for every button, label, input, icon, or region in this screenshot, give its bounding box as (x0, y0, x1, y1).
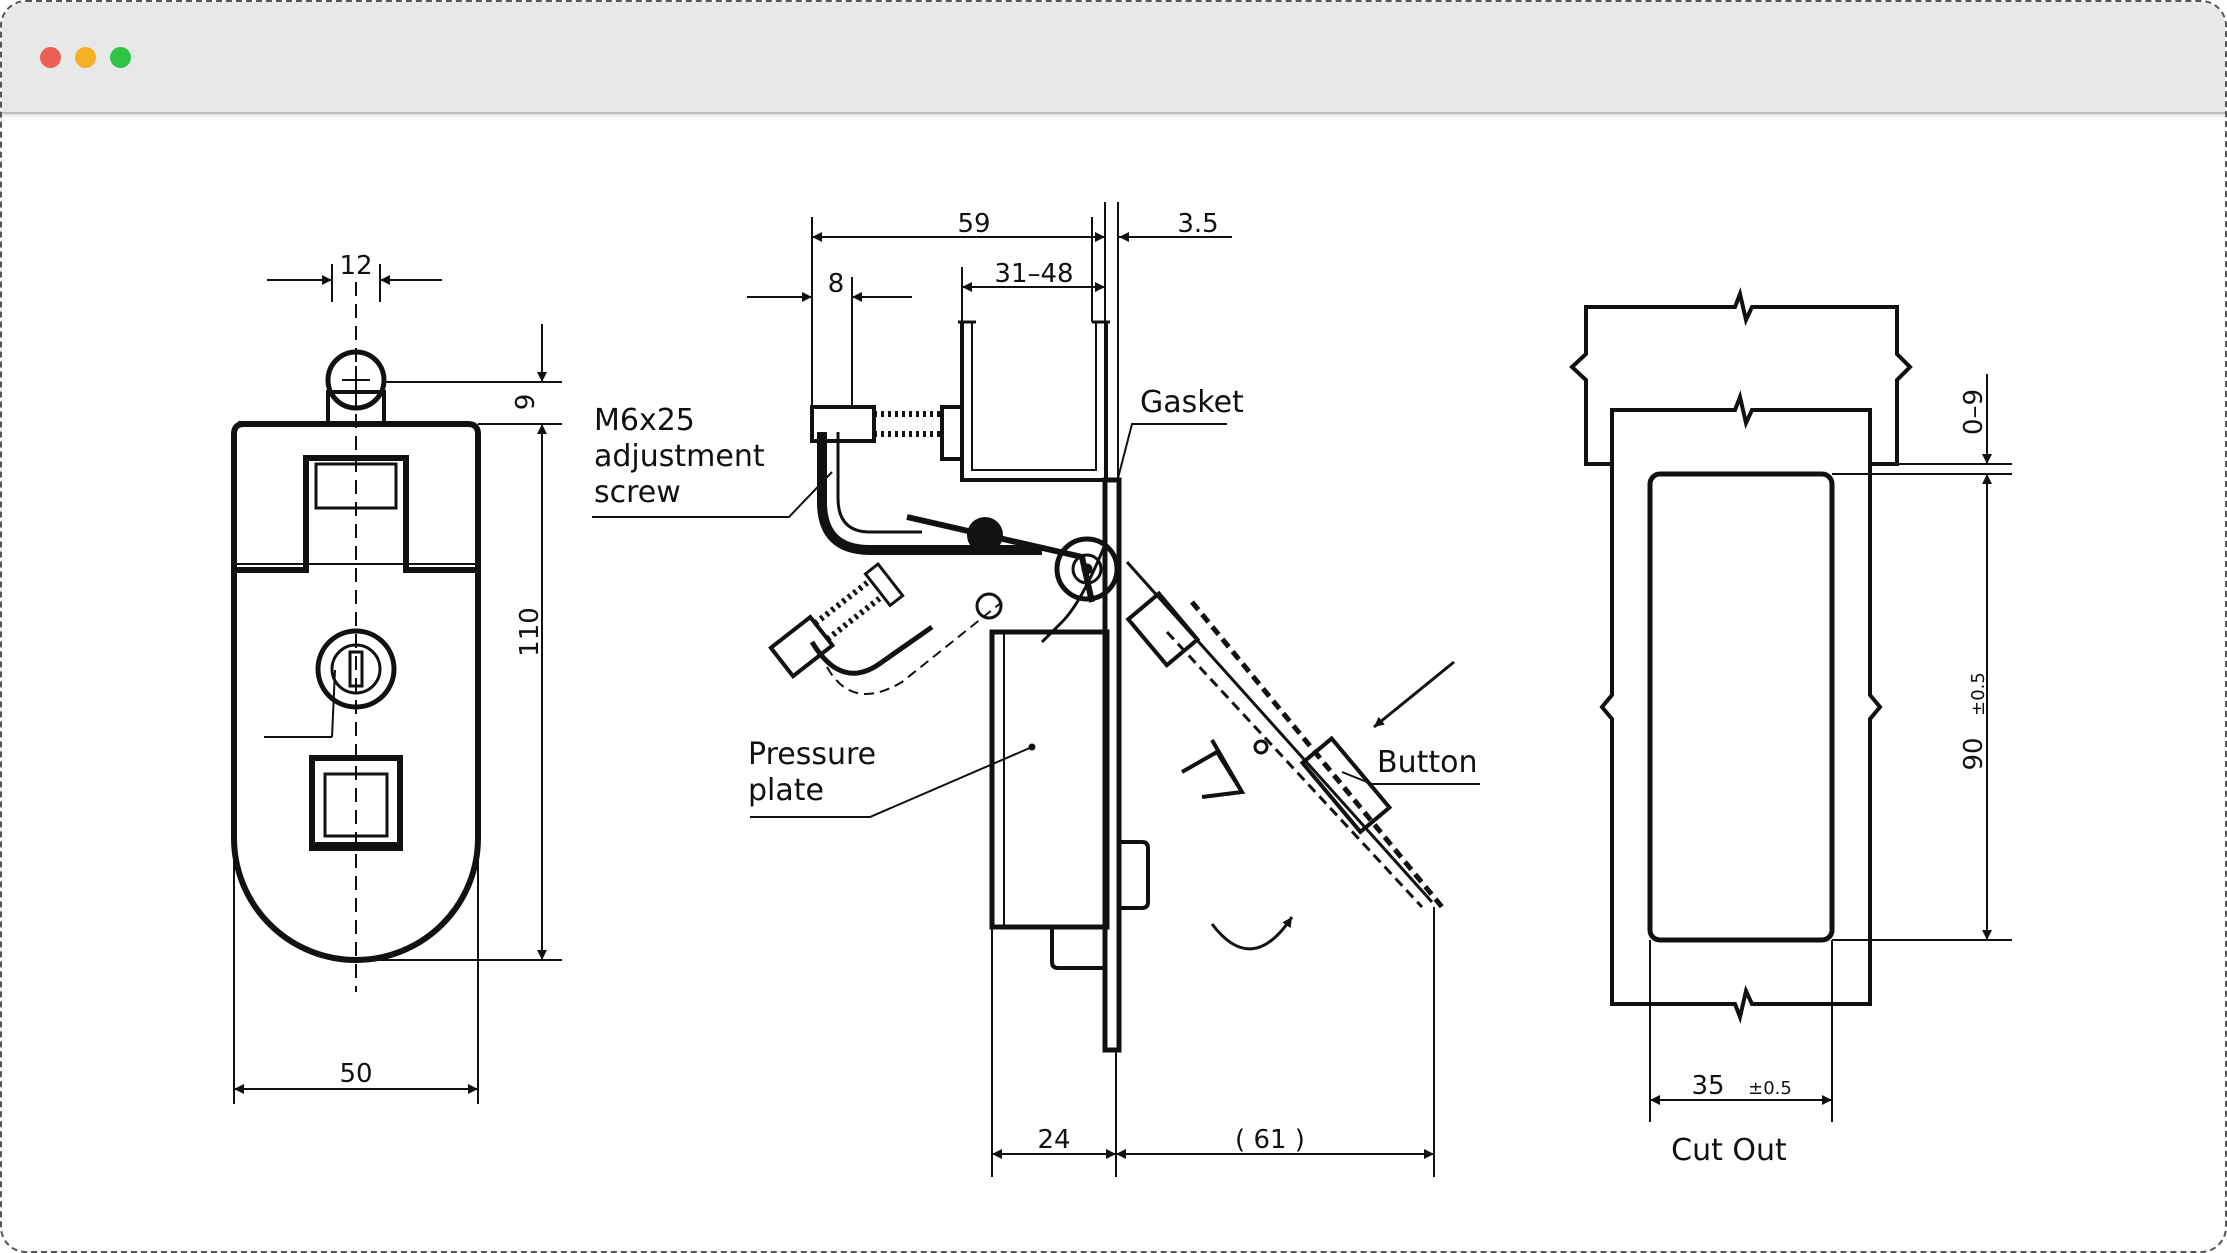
dim-screw-pos: 8 (828, 269, 845, 299)
label-pressure-2: plate (748, 773, 824, 808)
lock-body (231, 421, 481, 963)
label-pressure-1: Pressure (748, 737, 876, 772)
dim-ring: 12 (339, 251, 372, 281)
dim-depth: 24 (1037, 1125, 1070, 1155)
dim-ring-offset: 9 (511, 394, 541, 411)
label-cutout: Cut Out (1671, 1133, 1787, 1168)
dim-gap: 0–9 (1959, 389, 1989, 435)
dim-height: 110 (515, 607, 545, 657)
dim-cutout-width: 35 (1691, 1071, 1724, 1101)
dim-cutout-height: 90 (1959, 737, 1989, 770)
label-screw-2: adjustment (594, 439, 765, 474)
dim-handle: ( 61 ) (1235, 1125, 1305, 1155)
label-gasket: Gasket (1140, 385, 1244, 420)
dim-cutout-height-tol: ±0.5 (1968, 672, 1989, 716)
front-view (231, 264, 562, 1104)
frame-bracket (960, 322, 1108, 482)
side-view (592, 202, 1480, 1177)
maximize-button[interactable] (110, 47, 131, 68)
cutout-hole (1647, 471, 1835, 943)
dim-cutout-width-tol: ±0.5 (1748, 1078, 1792, 1099)
dim-plate: 3.5 (1177, 209, 1218, 239)
cutout-plate (1599, 390, 1883, 1024)
cutout-view (1569, 287, 2012, 1122)
dim-range: 31–48 (994, 259, 1073, 289)
label-screw-3: screw (594, 475, 681, 510)
pressure-plate (989, 629, 1110, 930)
minimize-button[interactable] (75, 47, 96, 68)
label-screw-1: M6x25 (594, 403, 695, 438)
close-button[interactable] (40, 47, 61, 68)
title-bar (2, 2, 2225, 114)
dim-width: 50 (339, 1059, 372, 1089)
dim-total: 59 (957, 209, 990, 239)
hook (817, 432, 1042, 555)
label-button: Button (1377, 745, 1478, 780)
